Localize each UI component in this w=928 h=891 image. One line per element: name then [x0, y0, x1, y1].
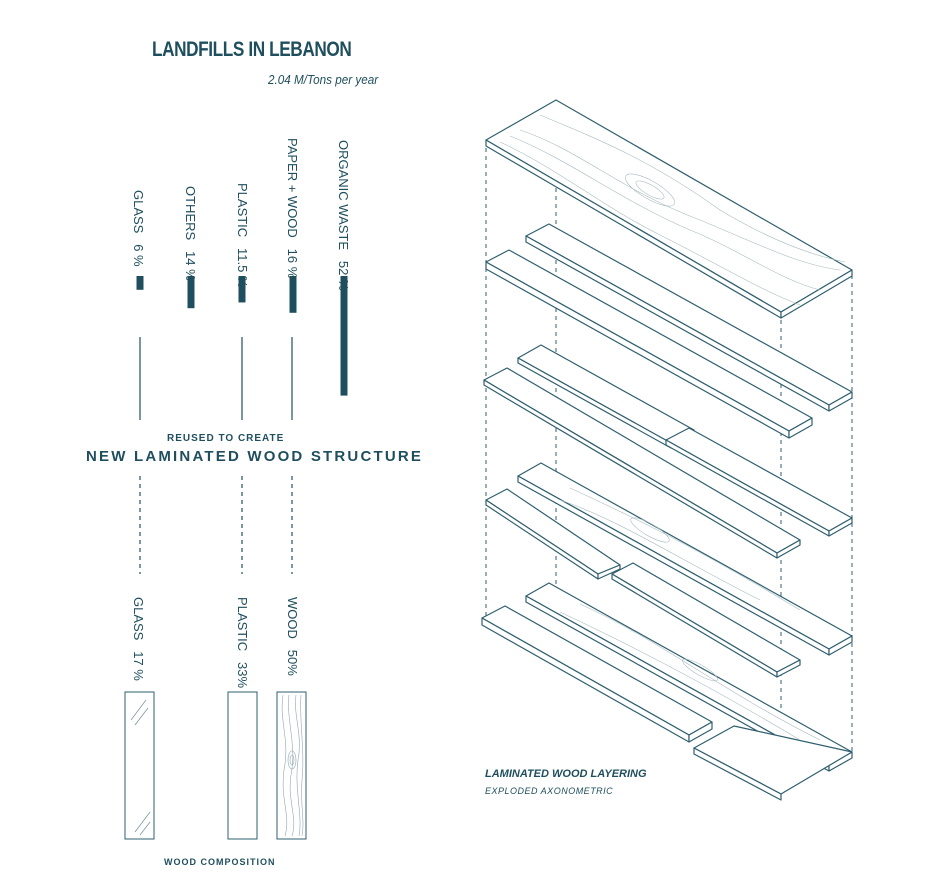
layer-4 [485, 462, 853, 678]
diagram-subtitle: EXPLODED AXONOMETRIC [485, 786, 614, 796]
swatch-plastic [227, 691, 258, 840]
composition-label-glass: GLASS 17 % [131, 597, 146, 681]
connector-lines [139, 337, 293, 420]
waste-bar-plastic [238, 276, 246, 303]
waste-bar-organic [340, 276, 348, 396]
composition-caption: WOOD COMPOSITION [164, 857, 276, 867]
laminated-layers [481, 99, 853, 801]
layer-2 [485, 223, 853, 439]
swatch-glass [124, 691, 155, 840]
waste-label-paper-wood: PAPER + WOOD 16 % [285, 138, 300, 279]
waste-label-glass: GLASS 6 % [131, 190, 146, 267]
reuse-caption: REUSED TO CREATE [167, 433, 285, 444]
layer-5 [481, 582, 853, 801]
wood-grain [499, 114, 846, 741]
swatch-wood [276, 691, 307, 840]
connector-dashed-lines [139, 476, 293, 574]
waste-label-others: OTHERS 14 % [183, 186, 198, 281]
composition-swatches [124, 691, 307, 840]
waste-bar-paper-wood [289, 276, 297, 313]
waste-bar-others [187, 276, 195, 309]
page-title: LANDFILLS IN LEBANON [152, 38, 352, 61]
waste-bars [136, 276, 348, 396]
diagram-title: LAMINATED WOOD LAYERING [485, 768, 647, 780]
reuse-title: NEW LAMINATED WOOD STRUCTURE [86, 448, 424, 465]
composition-label-wood: WOOD 50% [285, 597, 300, 676]
page-subtitle: 2.04 M/Tons per year [268, 72, 379, 87]
composition-label-plastic: PLASTIC 33% [235, 597, 250, 689]
layer-3 [483, 344, 853, 559]
waste-bar-glass [136, 276, 144, 290]
